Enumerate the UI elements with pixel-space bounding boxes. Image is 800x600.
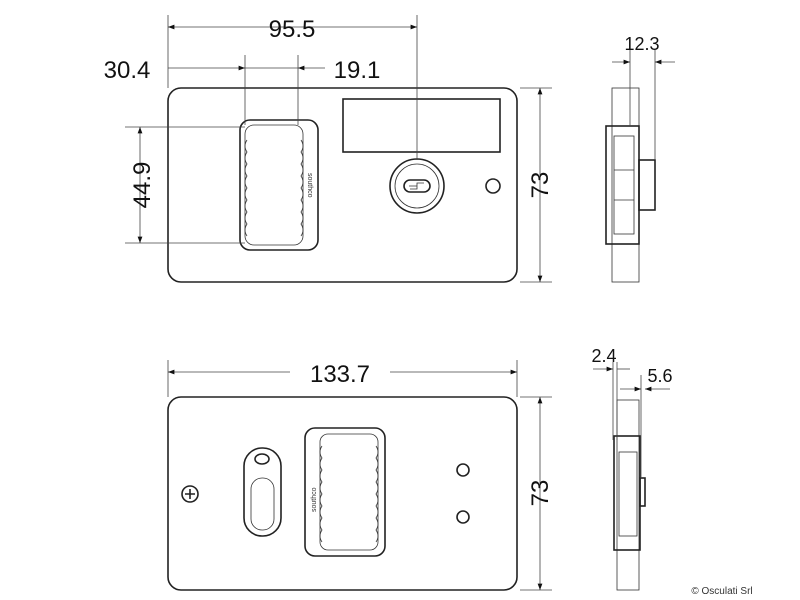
mounting-hole [485, 178, 501, 194]
front-view-top: southco [167, 87, 518, 283]
brand-mark-rear: southco [311, 487, 318, 512]
dim-grip-width: 19.1 [334, 57, 381, 84]
grip-housing [304, 427, 386, 557]
dim-protrusion: 5.6 [647, 366, 672, 386]
label-window [342, 98, 501, 153]
top-dimensions: 95.5 30.4 19.1 44.9 73 [104, 15, 554, 283]
rear-view: 133.7 southco 73 [167, 360, 554, 591]
grip-serrations [244, 139, 304, 237]
mounting-hole [456, 463, 470, 477]
latch-slider [243, 447, 282, 537]
key-slot-icon [403, 179, 431, 193]
dim-grip-height: 44.9 [129, 162, 156, 209]
side-view-top: 12.3 [605, 34, 675, 283]
dim-height-bottom: 73 [527, 480, 554, 507]
brand-mark: southco [306, 173, 313, 198]
dim-overall-width: 133.7 [310, 361, 370, 388]
dim-top-width: 95.5 [269, 16, 316, 43]
dim-flange-thickness: 2.4 [591, 346, 616, 366]
dim-height-top: 73 [527, 172, 554, 199]
side-view-bottom: 2.4 5.6 [591, 346, 673, 591]
mounting-hole [456, 510, 470, 524]
dim-side-depth: 12.3 [624, 34, 659, 54]
dim-left-offset: 30.4 [104, 57, 151, 84]
copyright: © Osculati Srl [691, 586, 752, 597]
grip-recess [239, 119, 319, 251]
screw-icon [181, 485, 199, 503]
